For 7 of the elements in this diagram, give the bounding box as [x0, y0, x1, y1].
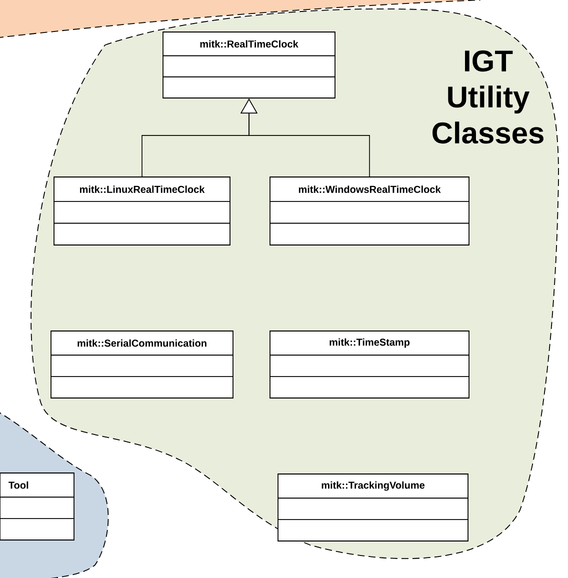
class-box: mitk::WindowsRealTimeClock	[270, 176, 470, 246]
class-box: mitk::LinuxRealTimeClock	[54, 176, 230, 246]
class-box: mitk::TrackingVolume	[278, 474, 468, 542]
class-box: mitk::SerialCommunication	[50, 330, 234, 398]
class-box: mitk::RealTimeClock	[162, 32, 336, 98]
class-box: Tool	[0, 472, 74, 540]
class-box: mitk::TimeStamp	[270, 330, 470, 398]
